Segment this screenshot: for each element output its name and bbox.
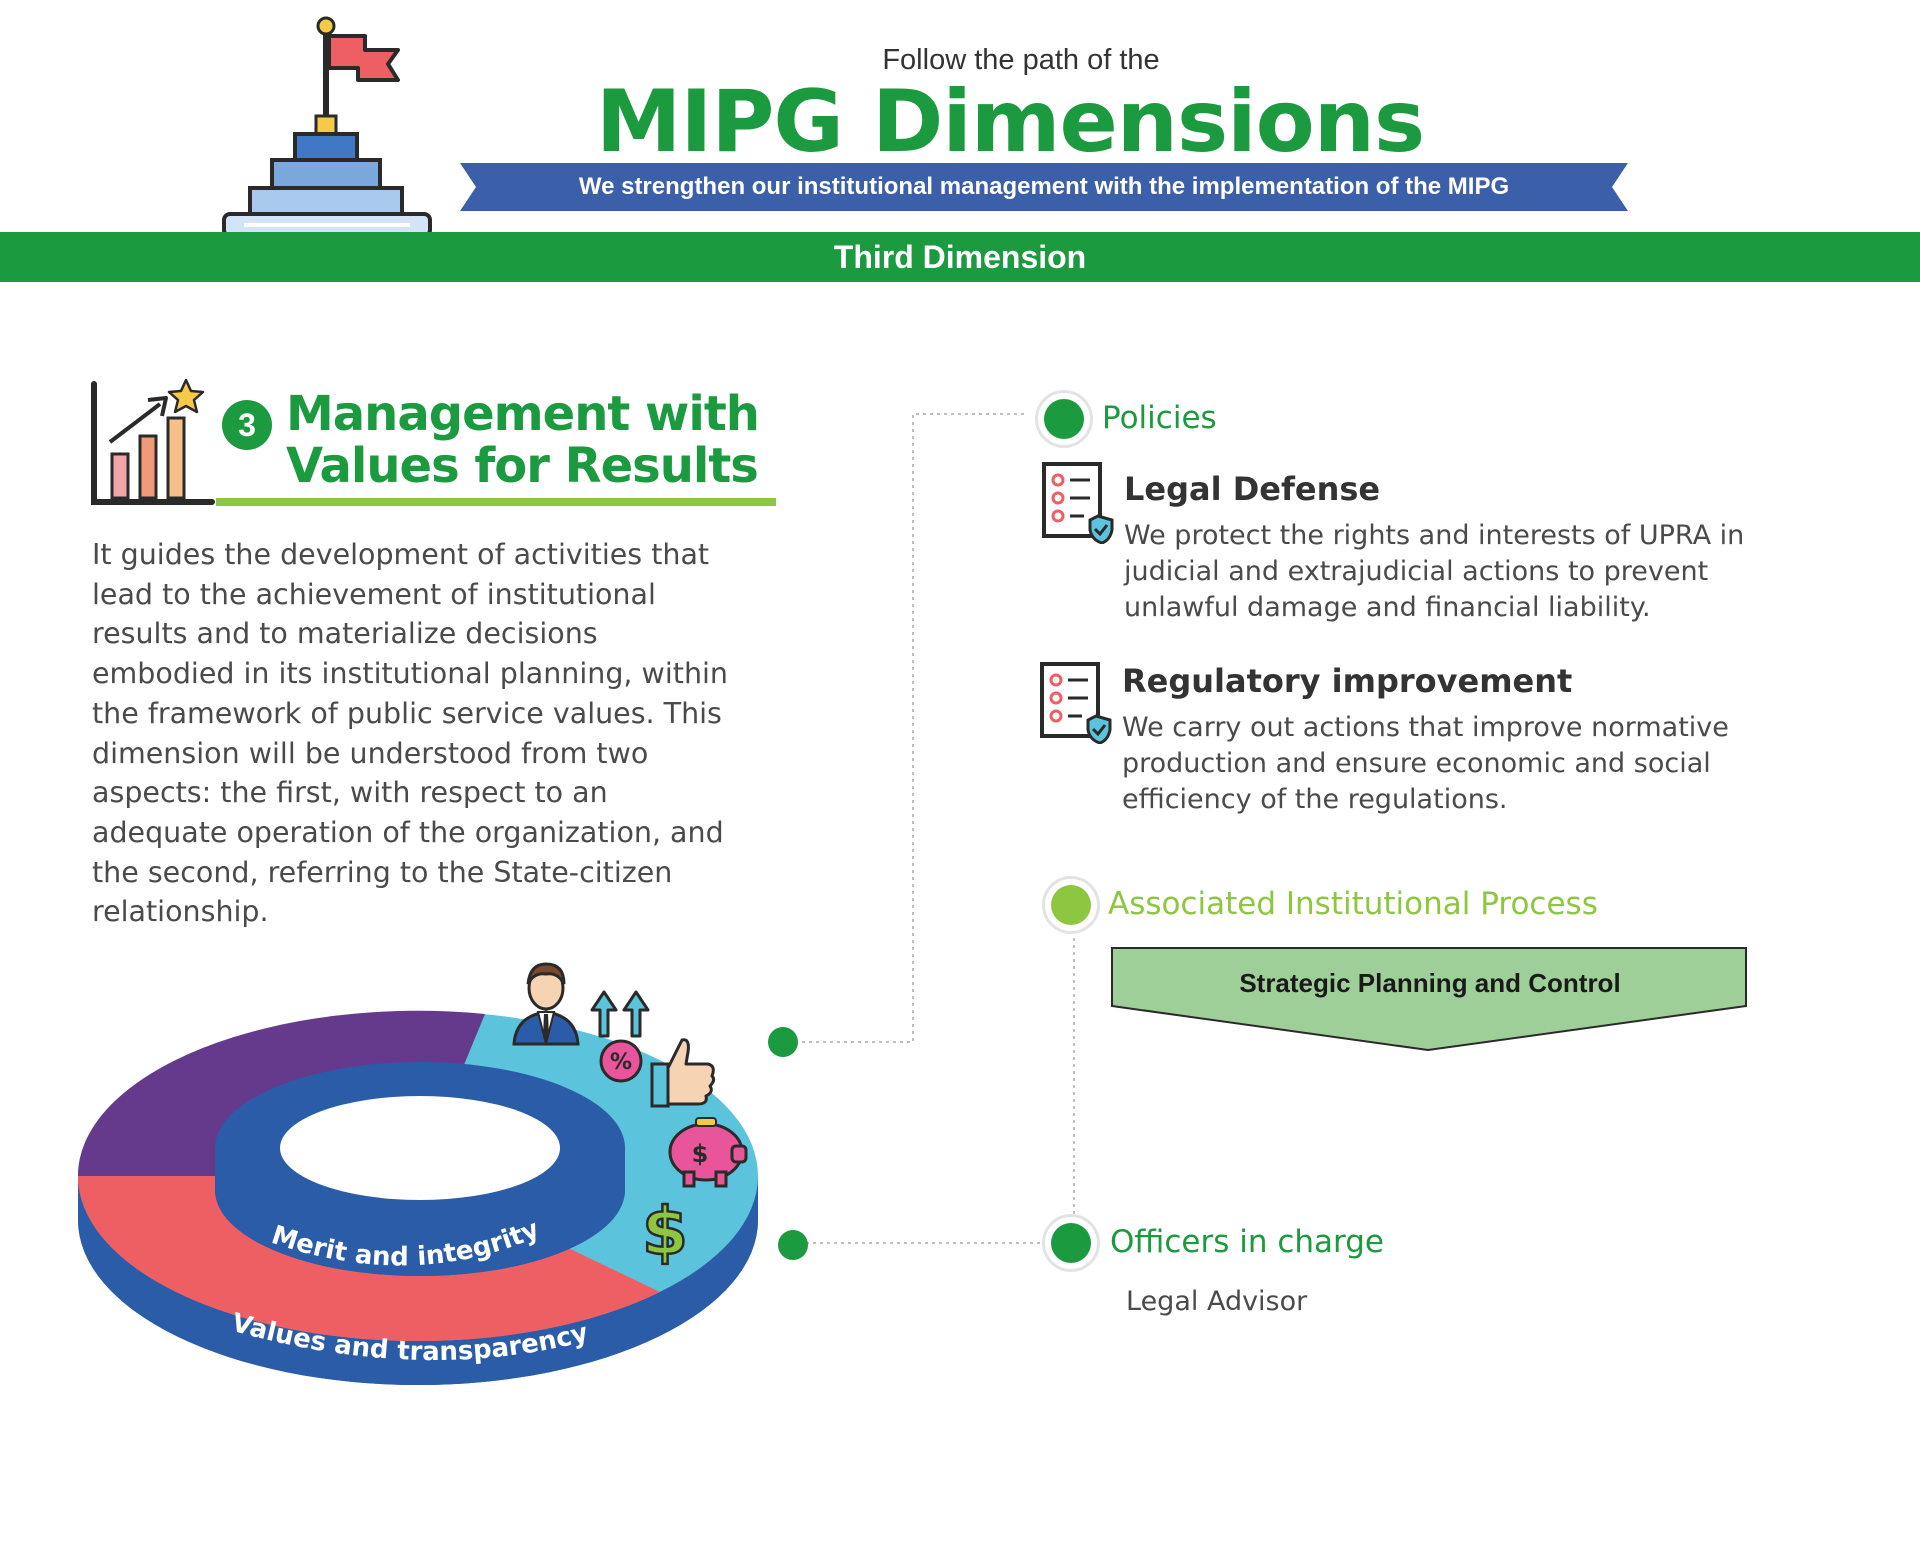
description-line: lead to the achievement of institutional xyxy=(92,577,656,611)
description-line: embodied in its institutional planning, … xyxy=(92,657,728,691)
values-ring-illustration: Merit and integrity Values and transpare… xyxy=(77,1010,758,1385)
description-line: aspects: the first, with respect to an xyxy=(92,776,608,810)
connector-dot-top xyxy=(768,1027,798,1057)
svg-text:$: $ xyxy=(642,1193,688,1266)
officers-label: Officers in charge xyxy=(1110,1224,1384,1260)
officers-bullet-dot xyxy=(1051,1223,1091,1263)
policy-title-legal-defense: Legal Defense xyxy=(1124,470,1381,508)
officers-value: Legal Advisor xyxy=(1126,1286,1308,1317)
policy-title-regulatory-improvement: Regulatory improvement xyxy=(1122,662,1573,700)
process-arrow-box xyxy=(1111,947,1747,1052)
process-value: Strategic Planning and Control xyxy=(1239,968,1621,998)
connector-dot-bottom xyxy=(778,1230,808,1260)
policy-desc-line: production and ensure economic and socia… xyxy=(1122,748,1711,779)
thumbs-up-icon xyxy=(650,1038,716,1108)
title-underline xyxy=(216,498,776,506)
header-kicker: Follow the path of the xyxy=(882,44,1160,76)
policy-desc-legal-defense: We protect the rights and interests of U… xyxy=(1124,518,1824,626)
banner-ribbon xyxy=(460,163,1628,211)
page-title: MIPG Dimensions xyxy=(595,72,1425,172)
process-label: Associated Institutional Process xyxy=(1108,886,1598,922)
description-line: the framework of public service values. … xyxy=(92,696,722,730)
description-line: dimension will be understood from two xyxy=(92,736,649,770)
svg-text:%: % xyxy=(610,1050,632,1075)
dimension-title-line2: Values for Results xyxy=(286,438,759,494)
description-line: the second, referring to the State-citiz… xyxy=(92,855,673,889)
policy-desc-line: unlawful damage and financial liability. xyxy=(1124,592,1651,623)
dimension-description: It guides the development of activities … xyxy=(92,535,832,932)
header-banner-text: We strengthen our institutional manageme… xyxy=(578,173,1510,200)
policy-desc-regulatory-improvement: We carry out actions that improve normat… xyxy=(1122,710,1822,818)
growth-chart-icon xyxy=(91,378,215,505)
dimension-title-line1: Management with xyxy=(286,386,760,442)
svg-text:$: $ xyxy=(692,1140,709,1168)
policy-desc-line: We protect the rights and interests of U… xyxy=(1124,520,1745,551)
description-line: adequate operation of the organization, … xyxy=(92,815,724,849)
dollar-icon: $ xyxy=(642,1192,688,1266)
policies-label: Policies xyxy=(1102,400,1217,436)
checklist-shield-icon xyxy=(1042,462,1114,544)
dimension-bar-label: Third Dimension xyxy=(833,239,1087,275)
description-line: It guides the development of activities … xyxy=(92,538,710,571)
growth-arrows-icon xyxy=(590,990,650,1038)
description-line: relationship. xyxy=(92,895,269,929)
percent-icon: % xyxy=(599,1039,643,1083)
dimension-title: Management with Values for Results xyxy=(286,388,806,492)
checklist-shield-icon xyxy=(1040,662,1112,744)
policy-desc-line: judicial and extrajudicial actions to pr… xyxy=(1124,556,1709,587)
podium-flag-illustration xyxy=(222,16,432,238)
dimension-number-badge: 3 xyxy=(222,400,272,450)
policy-desc-line: We carry out actions that improve normat… xyxy=(1122,712,1729,743)
businessman-icon xyxy=(512,962,580,1046)
piggy-bank-icon: $ xyxy=(668,1117,748,1188)
description-line: results and to materialize decisions xyxy=(92,617,598,651)
policy-desc-line: efficiency of the regulations. xyxy=(1122,784,1508,815)
process-bullet-dot xyxy=(1051,885,1091,925)
policies-bullet-dot xyxy=(1044,399,1084,439)
dimension-bar xyxy=(0,232,1920,282)
